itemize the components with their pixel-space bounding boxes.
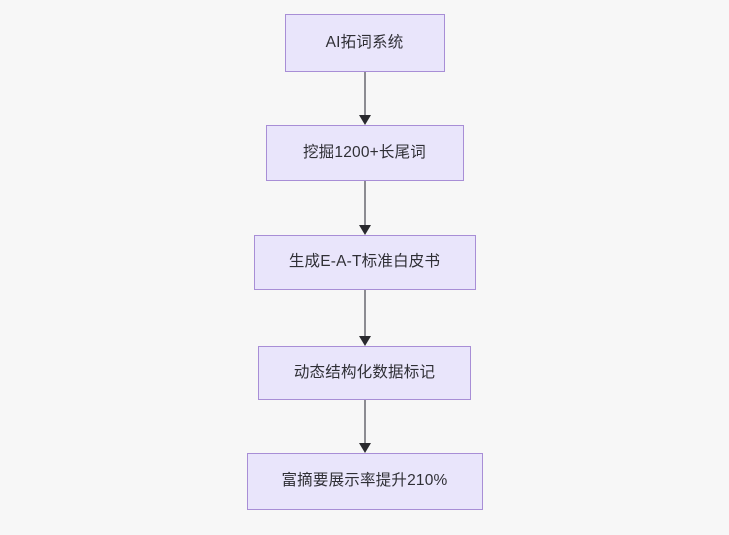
flowchart-node-mine-longtail-keywords[interactable]: 挖掘1200+长尾词 — [265, 125, 464, 181]
connector-line — [363, 181, 366, 226]
flowchart-node-label: AI拓词系统 — [325, 33, 404, 51]
flowchart-node-label: 挖掘1200+长尾词 — [302, 143, 427, 161]
flowchart-connector-4 — [358, 400, 372, 453]
flowchart-node-label: 富摘要展示率提升210% — [281, 472, 448, 490]
down-arrow-icon — [358, 115, 371, 125]
flowchart-connector-2 — [358, 181, 372, 235]
down-arrow-icon — [358, 336, 371, 346]
flowchart-node-label: 动态结构化数据标记 — [293, 363, 436, 381]
flowchart-node-rich-snippet-impression-lift[interactable]: 富摘要展示率提升210% — [246, 453, 483, 510]
flowchart-node-ai-keyword-system[interactable]: AI拓词系统 — [284, 14, 445, 72]
connector-line — [363, 290, 366, 337]
flowchart-node-dynamic-structured-data-markup[interactable]: 动态结构化数据标记 — [258, 346, 471, 400]
connector-line — [363, 400, 366, 444]
flowchart-node-label: 生成E-A-T标准白皮书 — [288, 253, 441, 271]
flowchart-connector-1 — [358, 72, 372, 125]
connector-line — [363, 72, 366, 116]
down-arrow-icon — [358, 443, 371, 453]
down-arrow-icon — [358, 225, 371, 235]
flowchart-node-generate-eat-whitepaper[interactable]: 生成E-A-T标准白皮书 — [253, 235, 476, 290]
flowchart-connector-3 — [358, 290, 372, 346]
